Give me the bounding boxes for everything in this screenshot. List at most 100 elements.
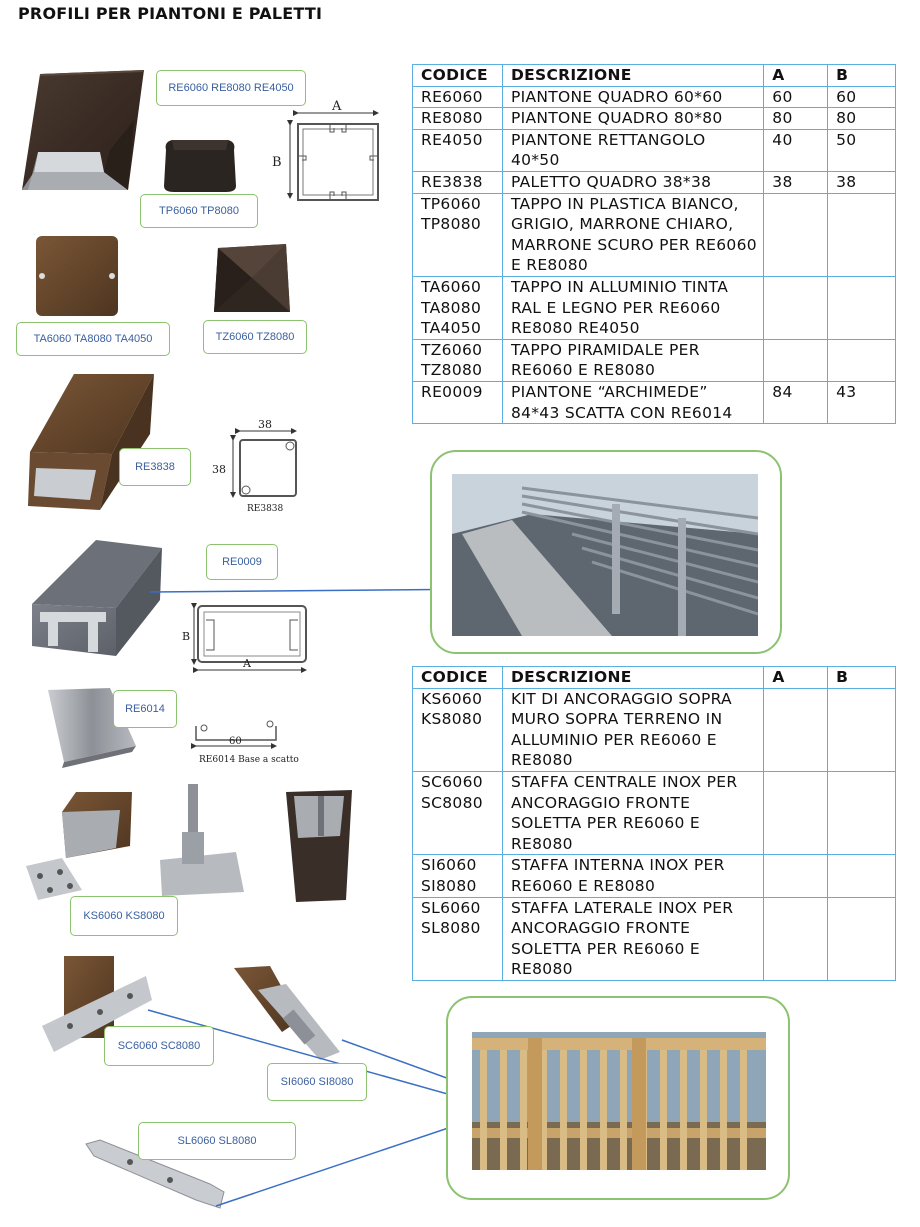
cell-a — [763, 192, 829, 277]
cell-b: 80 — [827, 107, 896, 130]
cell-a: 80 — [763, 107, 829, 130]
header-code: CODICE — [412, 666, 503, 689]
railing-photo — [452, 474, 758, 636]
wood-railing-photo — [472, 1032, 766, 1170]
si-bracket-image — [234, 966, 340, 1060]
dim-a-label: A — [331, 99, 342, 114]
sc-bracket-image — [42, 956, 152, 1052]
re6014-profile-drawing: 60 RE6014 Base a scatto — [191, 720, 299, 765]
cell-desc: KIT DI ANCORAGGIO SOPRA MURO SOPRA TERRE… — [501, 687, 765, 772]
cell-b: 60 — [827, 85, 896, 109]
cell-a: 40 — [763, 128, 829, 172]
cell-code: KS6060 KS8080 — [412, 687, 503, 772]
re0009-dim-a: A — [242, 657, 252, 670]
square-profile-drawing: A B — [272, 99, 379, 201]
label-ks-group: KS6060 KS8080 — [70, 896, 178, 936]
header-a: A — [763, 64, 829, 87]
tz-pyramid-cap-image — [214, 244, 290, 312]
header-code: CODICE — [412, 64, 503, 87]
arrow-sl — [215, 1113, 486, 1207]
label-sc-group: SC6060 SC8080 — [104, 1026, 214, 1066]
tp-plastic-cap-image — [164, 140, 236, 192]
cell-a — [763, 338, 829, 382]
cell-b: 38 — [827, 170, 896, 194]
cell-code: RE8080 — [412, 107, 503, 130]
label-re0009: RE0009 — [206, 544, 278, 580]
cell-b — [827, 687, 896, 772]
re3838-profile-drawing: 38 38 RE3838 — [212, 418, 297, 514]
cell-desc: STAFFA LATERALE INOX PER ANCORAGGIO FRON… — [501, 896, 765, 981]
cell-desc: STAFFA INTERNA INOX PER RE6060 E RE8080 — [501, 854, 765, 898]
label-sl-group: SL6060 SL8080 — [138, 1122, 296, 1160]
re0009-post-image — [32, 540, 162, 656]
cell-code: SI6060 SI8080 — [412, 854, 503, 898]
page-title: PROFILI PER PIANTONI E PALETTI — [18, 4, 323, 23]
cell-desc: PIANTONE “ARCHIMEDE” 84*43 SCATTA CON RE… — [501, 380, 765, 425]
label-re6060-group: RE6060 RE8080 RE4050 — [156, 70, 306, 106]
header-a: A — [763, 666, 829, 689]
cell-code: TZ6060 TZ8080 — [412, 338, 503, 382]
cell-desc: TAPPO IN PLASTICA BIANCO, GRIGIO, MARRON… — [501, 192, 765, 277]
cell-a — [763, 854, 829, 898]
re3838-dim-side: 38 — [212, 463, 226, 476]
cell-b — [827, 275, 896, 340]
cell-a — [763, 896, 829, 981]
cell-code: SL6060 SL8080 — [412, 896, 503, 981]
cell-a — [763, 770, 829, 856]
cell-b — [827, 338, 896, 382]
cell-b — [827, 770, 896, 856]
re3838-post-image — [28, 374, 154, 510]
re6060-post-image — [22, 70, 144, 190]
label-ta-group: TA6060 TA8080 TA4050 — [16, 322, 170, 356]
cell-code: RE4050 — [412, 128, 503, 172]
label-re3838: RE3838 — [119, 448, 191, 486]
label-re6014: RE6014 — [113, 690, 177, 728]
cell-b — [827, 192, 896, 277]
cell-a: 60 — [763, 85, 829, 109]
cell-a — [763, 275, 829, 340]
cell-code: TA6060 TA8080 TA4050 — [412, 275, 503, 340]
dim-b-label: B — [272, 155, 282, 170]
cell-a — [763, 687, 829, 772]
table-header-row: CODICE DESCRIZIONE A B — [412, 64, 896, 87]
label-si-group: SI6060 SI8080 — [267, 1063, 367, 1101]
re0009-dim-b: B — [182, 630, 190, 643]
cell-b — [827, 854, 896, 898]
re0009-profile-drawing: B A — [182, 603, 307, 673]
ta-aluminium-cap-image — [36, 236, 118, 316]
cell-desc: PALETTO QUADRO 38*38 — [501, 170, 765, 194]
table-header-row: CODICE DESCRIZIONE A B — [412, 666, 896, 689]
re6014-caption: RE6014 Base a scatto — [199, 755, 299, 765]
cell-code: RE3838 — [412, 170, 503, 194]
cell-code: RE0009 — [412, 380, 503, 425]
cell-desc: TAPPO IN ALLUMINIO TINTA RAL E LEGNO PER… — [501, 275, 765, 340]
cell-a: 38 — [763, 170, 829, 194]
cell-desc: PIANTONE QUADRO 80*80 — [501, 107, 765, 130]
cell-b: 50 — [827, 128, 896, 172]
header-desc: DESCRIZIONE — [501, 666, 765, 689]
cell-code: TP6060 TP8080 — [412, 192, 503, 277]
cell-b: 43 — [827, 380, 896, 425]
re3838-dim-top: 38 — [258, 418, 272, 431]
header-b: B — [827, 666, 896, 689]
header-desc: DESCRIZIONE — [501, 64, 765, 87]
cell-desc: PIANTONE RETTANGOLO 40*50 — [501, 128, 765, 172]
label-tp-group: TP6060 TP8080 — [140, 194, 258, 228]
cell-desc: STAFFA CENTRALE INOX PER ANCORAGGIO FRON… — [501, 770, 765, 856]
sl-bracket-image — [85, 1139, 225, 1209]
ks-anchor-kit-image — [26, 784, 352, 902]
cell-code: RE6060 — [412, 85, 503, 109]
re6014-dim: 60 — [229, 736, 242, 747]
